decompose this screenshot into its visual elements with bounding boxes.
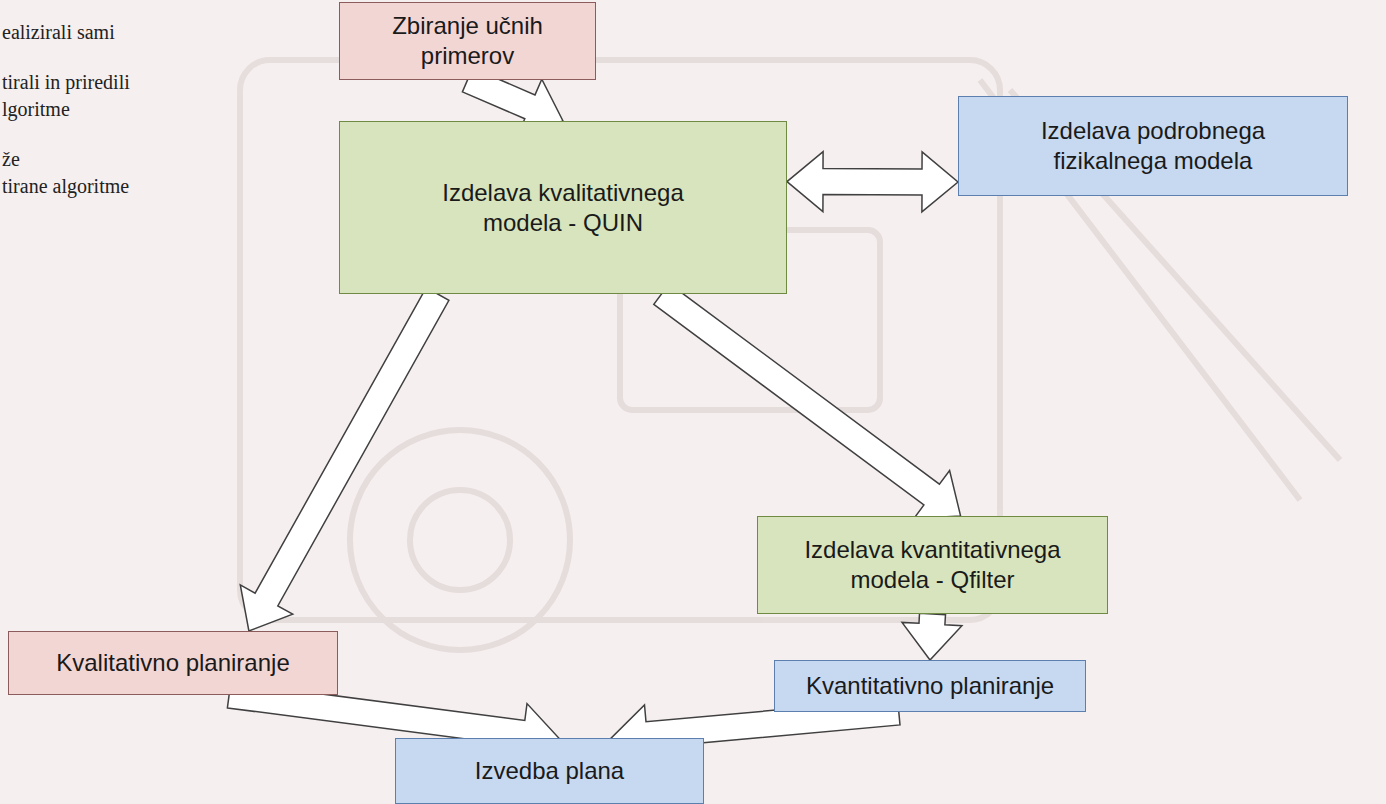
box-text: Kvantitativno planiranje (806, 671, 1054, 701)
process-box: Izdelava podrobnega fizikalnega modela (958, 96, 1348, 196)
side-note: že (2, 148, 20, 171)
block-arrow (654, 284, 961, 519)
box-text: Zbiranje učnih primerov (352, 11, 583, 71)
side-note: tirane algoritme (2, 175, 129, 198)
robot-hub (410, 490, 510, 590)
side-note: tirali in priredili (2, 71, 130, 94)
box-text: Izvedba plana (475, 756, 624, 786)
block-arrow (787, 152, 958, 212)
box-text: Izdelava kvalitativnega modela - QUIN (418, 178, 708, 238)
process-box: Izvedba plana (395, 738, 704, 804)
process-box: Izdelava kvantitativnega modela - Qfilte… (757, 516, 1108, 614)
robot-wheel (350, 430, 570, 650)
box-text: Izdelava kvantitativnega modela - Qfilte… (783, 535, 1083, 595)
process-box: Kvalitativno planiranje (8, 631, 338, 695)
block-arrow (240, 288, 449, 631)
block-arrow (902, 613, 962, 660)
process-box: Izdelava kvalitativnega modela - QUIN (339, 121, 787, 294)
side-note: lgoritme (2, 98, 70, 121)
box-text: Kvalitativno planiranje (56, 648, 289, 678)
process-box: Zbiranje učnih primerov (339, 2, 596, 80)
box-text: Izdelava podrobnega fizikalnega modela (1018, 116, 1288, 176)
side-note: ealizirali sami (2, 21, 115, 44)
process-box: Kvantitativno planiranje (774, 660, 1086, 712)
